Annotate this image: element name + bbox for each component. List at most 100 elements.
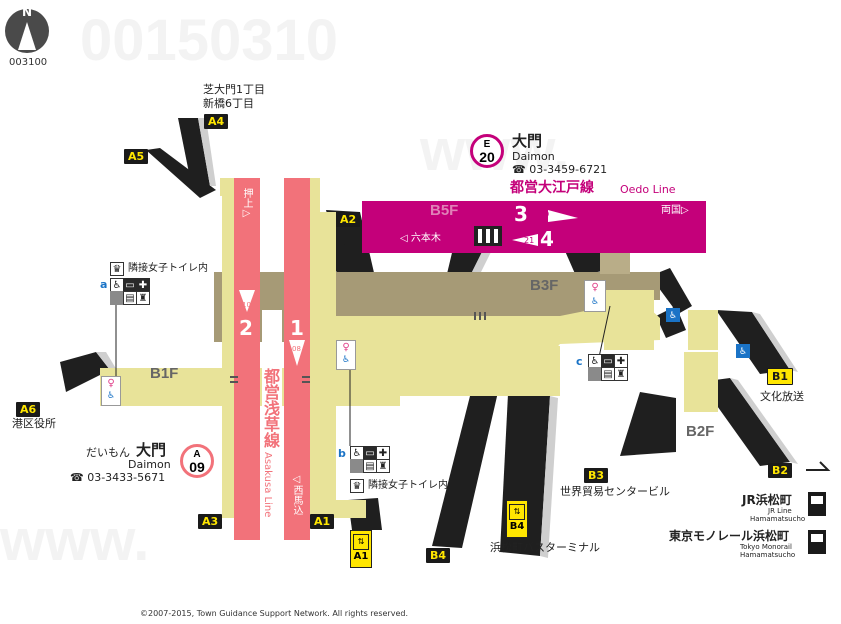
oedo-line-name-en: Oedo Line [620, 183, 676, 196]
exit-b3: B3 [584, 468, 609, 483]
asakusa-dir-oshiage: 押上▷ [241, 188, 252, 219]
passage-marks [230, 312, 486, 383]
asakusa-station-phone: ☎ 03-3433-5671 [70, 471, 166, 484]
wheelchair-icon-a: ♿ [110, 278, 124, 292]
label-shiba: 芝大門1丁目 [203, 83, 265, 96]
floor-b3f: B3F [530, 277, 559, 294]
oedo-arrow-19 [548, 210, 578, 222]
accessible-icon-b1-exit: ♿ [736, 344, 750, 358]
copyright: ©2007-2015, Town Guidance Support Networ… [140, 609, 408, 618]
oedo-station-badge: E 20 [470, 134, 504, 168]
asakusa-line-name-en: Asakusa Line [262, 452, 273, 518]
asakusa-num-08: 08 [292, 345, 301, 353]
exit-b2: B2 [768, 463, 793, 478]
compass-north: N [22, 5, 33, 19]
restroom-icon-a1: ♀ [342, 342, 350, 353]
svg-text:www.: www. [0, 508, 149, 573]
toilet-women-icon-b: ♛ [350, 479, 364, 493]
asakusa-station-name: 大門 [136, 441, 167, 459]
jr-name: JR浜松町 [742, 493, 792, 507]
gray-block-a1 [110, 291, 124, 305]
jr-name-en: JR Line [768, 507, 792, 515]
direction-arrow-icon [806, 461, 831, 471]
facility-marker-c: c [576, 355, 583, 368]
oedo-station-romaji: Daimon [512, 150, 555, 163]
wheelchair-icon-b: ♿ [350, 446, 364, 460]
oedo-code-letter: E [483, 139, 491, 150]
toilet-sign-b1f: ♀ ♿ [101, 376, 121, 406]
diaper-icon-c: ▤ [601, 367, 615, 381]
oedo-dir-roppongi: ◁ 六本木 [400, 233, 441, 244]
toilet-icon-c: ♜ [614, 367, 628, 381]
oedo-code-number: 20 [479, 149, 495, 165]
oedo-platform [362, 201, 706, 253]
svg-text:00150310: 00150310 [80, 8, 338, 73]
exit-a3: A3 [198, 514, 223, 529]
label-sekai: 世界貿易センタービル [560, 485, 670, 498]
elevator-a1: ⇅ A1 [350, 530, 372, 568]
asakusa-num-10: 10 [242, 301, 251, 309]
jr-name-en-2: Hamamatsucho [750, 515, 806, 523]
asakusa-arrow-08 [289, 340, 305, 366]
restroom-icon-b3f: ♀ [591, 282, 599, 293]
asakusa-code-number: 09 [189, 459, 205, 475]
oedo-arrow-21 [512, 234, 538, 246]
gray-block-c1 [588, 367, 602, 381]
restroom-icon-b1f: ♀ [107, 378, 115, 389]
exit-b1: B1 [767, 368, 794, 385]
exit-corridor-shadows [96, 118, 798, 558]
oedo-dir-ryogoku: 両国▷ [661, 205, 689, 216]
monorail-name-en-2: Hamamatsucho [740, 551, 796, 559]
oedo-station-name: 大門 [512, 132, 543, 150]
toilet-women-icon-a: ♛ [110, 262, 124, 276]
oedo-line-name: 都営大江戸線 [510, 180, 594, 196]
exit-a5: A5 [124, 149, 149, 164]
asakusa-platform-1-number: 1 [290, 316, 304, 340]
diaper-icon-a: ▤ [123, 291, 137, 305]
gray-block-b1 [350, 459, 364, 473]
exit-a6: A6 [16, 402, 41, 417]
oedo-num-21: 21 [524, 236, 535, 245]
monorail-name-en: Tokyo Monorail [740, 543, 792, 551]
label-bunka: 文化放送 [760, 390, 804, 403]
oedo-platform-3: 3 [514, 202, 528, 226]
asakusa-code-letter: A [193, 449, 201, 460]
label-hamabus: 浜松町バスターミナル [490, 541, 600, 554]
map-id: 003100 [9, 57, 48, 68]
oedo-stairs [474, 226, 502, 246]
toilet-note-a: 隣接女子トイレ内 [128, 263, 208, 274]
facility-marker-a: a [100, 278, 108, 291]
ostomate-icon-c: ✚ [614, 354, 628, 368]
accessible-icon-a1: ♿ [341, 355, 351, 365]
monorail-name: 東京モノレール浜松町 [669, 529, 790, 543]
accessible-icon-b1f: ♿ [106, 391, 116, 401]
accessible-icon-b3f: ♿ [590, 297, 600, 307]
toilet-icon-b: ♜ [376, 459, 390, 473]
label-minato: 港区役所 [12, 417, 56, 430]
accessible-icon-b2-corridor: ♿ [666, 308, 680, 322]
baby-chair-icon-c: ▭ [601, 354, 615, 368]
toilet-sign-b3f: ♀ ♿ [584, 280, 606, 312]
baby-chair-icon-b: ▭ [363, 446, 377, 460]
exit-a4: A4 [204, 114, 229, 129]
asakusa-station-kana: だいもん [86, 446, 130, 459]
floor-b5f: B5F [430, 202, 459, 219]
toilet-note-b: 隣接女子トイレ内 [368, 480, 448, 491]
asakusa-label-strip [262, 310, 282, 440]
asakusa-station-badge: A 09 [180, 444, 214, 478]
floor-b1f: B1F [150, 365, 179, 382]
elevator-b4: ⇅ B4 [506, 500, 528, 538]
exit-a2: A2 [336, 212, 361, 227]
elevator-b4-label: B4 [509, 521, 525, 532]
oedo-station-phone: ☎ 03-3459-6721 [512, 163, 608, 176]
elevator-a1-icon: ⇅ [353, 534, 369, 550]
asakusa-arrow-10 [239, 290, 255, 312]
asakusa-platform-2-number: 2 [239, 316, 253, 340]
exit-a1: A1 [310, 514, 335, 529]
elevator-a1-label: A1 [353, 551, 369, 562]
ostomate-icon-b: ✚ [376, 446, 390, 460]
toilet-icon-a: ♜ [136, 291, 150, 305]
wheelchair-icon-c: ♿ [588, 354, 602, 368]
asakusa-platform-2 [234, 178, 260, 540]
ostomate-icon-a: ✚ [136, 278, 150, 292]
